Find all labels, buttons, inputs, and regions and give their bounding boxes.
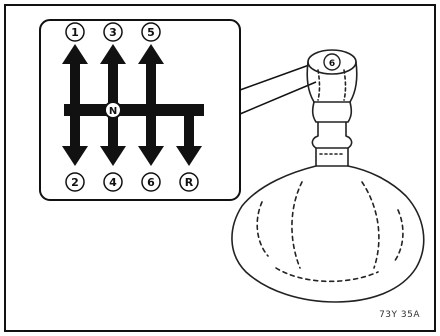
gear-label-6: 6 [147, 176, 155, 189]
gate-neutral-bar [64, 104, 204, 116]
neutral-label: N [109, 106, 117, 117]
gate-shaft-5-6 [146, 58, 156, 150]
gear-label-r: R [185, 176, 194, 189]
gear-badge-2 [65, 172, 85, 192]
leader-line-upper [239, 63, 313, 91]
arrow-up-3 [100, 44, 126, 64]
gear-badge-6 [141, 172, 161, 192]
leader-line-lower [239, 81, 317, 115]
gear-label-5: 5 [147, 26, 155, 39]
figure-code: 73Y 35A [379, 310, 420, 320]
figure-frame: N 1 3 5 2 4 6 R 6 73Y 35A [4, 4, 436, 332]
gate-shaft-1-2 [70, 58, 80, 150]
arrow-down-6 [138, 146, 164, 166]
neutral-marker [104, 101, 122, 119]
arrow-down-r [176, 146, 202, 166]
arrow-down-4 [100, 146, 126, 166]
knob-label: 6 [329, 59, 335, 69]
shift-diagram: N 1 3 5 2 4 6 R 6 [39, 19, 425, 303]
gear-badge-r [179, 172, 199, 192]
arrow-up-5 [138, 44, 164, 64]
gear-label-1: 1 [71, 26, 79, 39]
gear-knob-illustration [231, 49, 425, 303]
gear-badge-4 [103, 172, 123, 192]
gear-label-3: 3 [109, 26, 117, 39]
knob-badge [323, 53, 341, 71]
gear-label-4: 4 [109, 176, 117, 189]
arrow-down-2 [62, 146, 88, 166]
gear-badge-1 [65, 22, 85, 42]
gear-badge-3 [103, 22, 123, 42]
gear-label-2: 2 [71, 176, 79, 189]
gate-shaft-r [184, 110, 194, 150]
arrow-up-1 [62, 44, 88, 64]
gear-badge-5 [141, 22, 161, 42]
